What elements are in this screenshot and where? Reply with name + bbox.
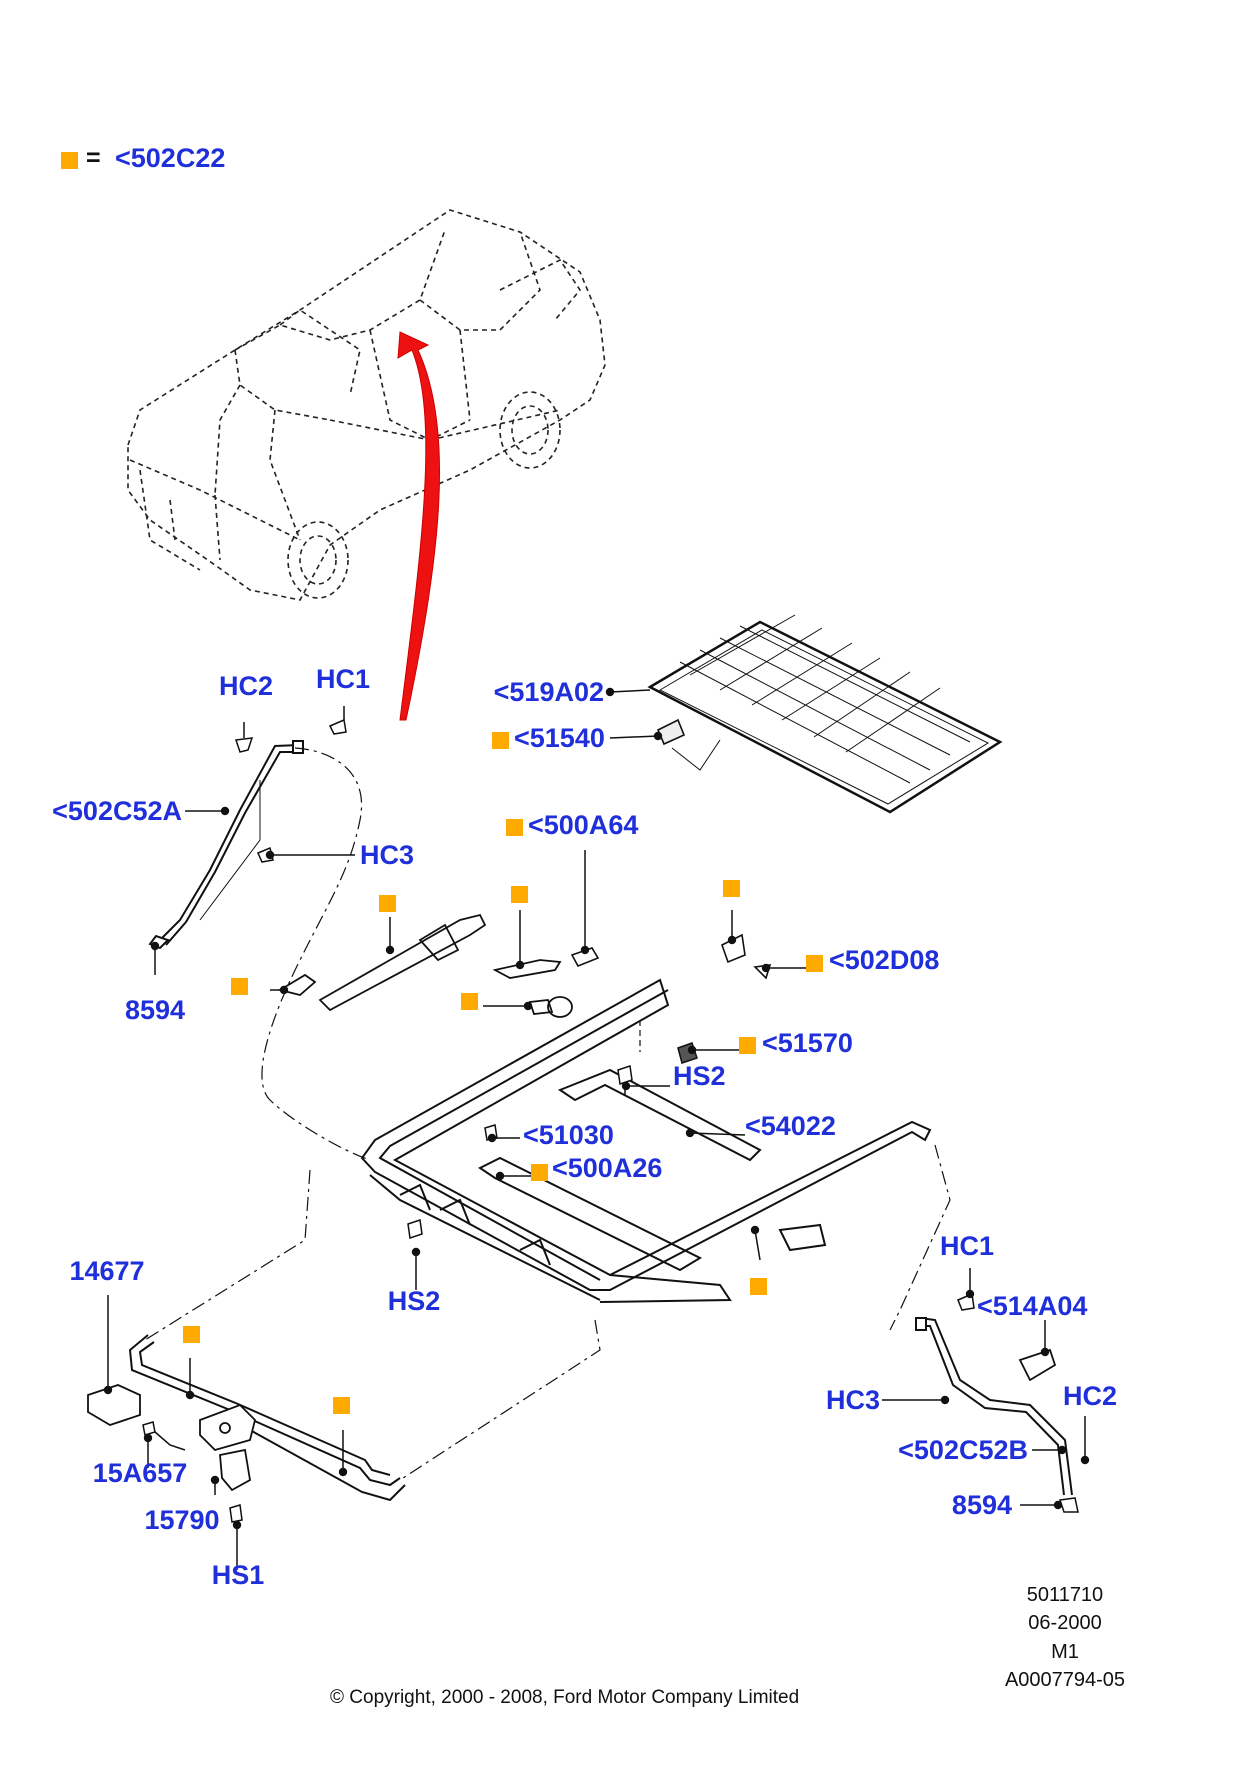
bracket-rail-right — [721, 933, 772, 980]
label-51030: <51030 — [523, 1120, 614, 1150]
date-code: 06-2000 — [1028, 1612, 1102, 1634]
label-15790: 15790 — [144, 1505, 220, 1535]
label-8594-right: 8594 — [951, 1490, 1012, 1520]
marker-linkage-b — [511, 886, 528, 903]
label-54022: <54022 — [745, 1111, 836, 1141]
motor-clip-51570 — [677, 1042, 698, 1064]
routing-line-right — [889, 1144, 951, 1331]
drive-cables — [128, 1334, 406, 1502]
label-500A64: <500A64 — [528, 810, 639, 840]
copyright-notice: © Copyright, 2000 - 2008, Ford Motor Com… — [330, 1687, 800, 1708]
marker-linkage-c — [231, 978, 248, 995]
label-HS2-left: HS2 — [387, 1286, 441, 1316]
label-HC1-left: HC1 — [315, 664, 371, 694]
label-HC2-left: HC2 — [218, 671, 274, 701]
label-HC2-right: HC2 — [1062, 1381, 1118, 1411]
label-HS2-right: HS2 — [673, 1061, 726, 1091]
clip-500A64 — [570, 947, 600, 968]
marker-bracket-top — [723, 880, 740, 897]
linkage-front — [277, 913, 573, 1018]
routing-line-left — [261, 747, 371, 1161]
screw-HS1 — [229, 1504, 243, 1523]
marker-51570 — [739, 1037, 756, 1054]
clip-HC2-left — [234, 722, 254, 753]
marker-502D08 — [806, 955, 823, 972]
label-500A26: <500A26 — [552, 1153, 663, 1183]
screw-HS2-right — [617, 1065, 633, 1095]
model-code: M1 — [1051, 1641, 1079, 1663]
gearbox-assembly — [199, 1403, 256, 1492]
clip-HC1-right — [957, 1292, 975, 1311]
clip-8594-right — [1059, 1497, 1079, 1513]
legend-marker — [61, 152, 78, 169]
marker-500A64 — [506, 819, 523, 836]
marker-frame — [750, 1278, 767, 1295]
reference-number: 5011710 — [1026, 1584, 1104, 1606]
bracket-514A04 — [1018, 1348, 1057, 1382]
label-HC1-right: HC1 — [939, 1231, 995, 1261]
screw-HS2-left — [407, 1219, 423, 1239]
label-8594-left: 8594 — [124, 995, 186, 1025]
label-519A02: <519A02 — [493, 677, 604, 707]
label-14677: 14677 — [69, 1256, 145, 1286]
label-51570: <51570 — [762, 1028, 853, 1058]
label-514A04: <514A04 — [977, 1291, 1088, 1321]
marker-500A26 — [531, 1164, 548, 1181]
marker-screw-front — [461, 993, 478, 1010]
clip-HC1-left — [328, 706, 347, 735]
sunroof-frame — [360, 978, 932, 1303]
marker-cable-b — [333, 1397, 350, 1414]
marker-linkage-a — [379, 895, 396, 912]
glass-panel-519A02 — [647, 614, 1003, 814]
label-502C52A: <502C52A — [52, 796, 182, 826]
label-502D08: <502D08 — [829, 945, 940, 975]
label-502C52B: <502C52B — [898, 1435, 1028, 1465]
vehicle-outline — [127, 209, 606, 601]
legend-code: <502C22 — [115, 143, 226, 173]
label-HS1: HS1 — [211, 1560, 265, 1590]
drain-tube-502C52B — [915, 1317, 1073, 1496]
legend-equals: = — [86, 144, 101, 172]
illustration-id: A0007794-05 — [1004, 1669, 1126, 1691]
label-51540: <51540 — [514, 723, 605, 753]
label-HC3-right: HC3 — [825, 1385, 880, 1415]
label-15A657: 15A657 — [92, 1458, 188, 1488]
clip-51540 — [656, 718, 686, 746]
routing-line-lower — [144, 1169, 601, 1481]
marker-51540 — [492, 732, 509, 749]
label-HC3-left: HC3 — [360, 840, 415, 870]
location-arrow — [397, 331, 441, 721]
motor-14677 — [87, 1384, 141, 1426]
marker-cable-a — [183, 1326, 200, 1343]
drain-tube-502C52A — [148, 740, 304, 950]
connector-15A657 — [142, 1421, 186, 1451]
